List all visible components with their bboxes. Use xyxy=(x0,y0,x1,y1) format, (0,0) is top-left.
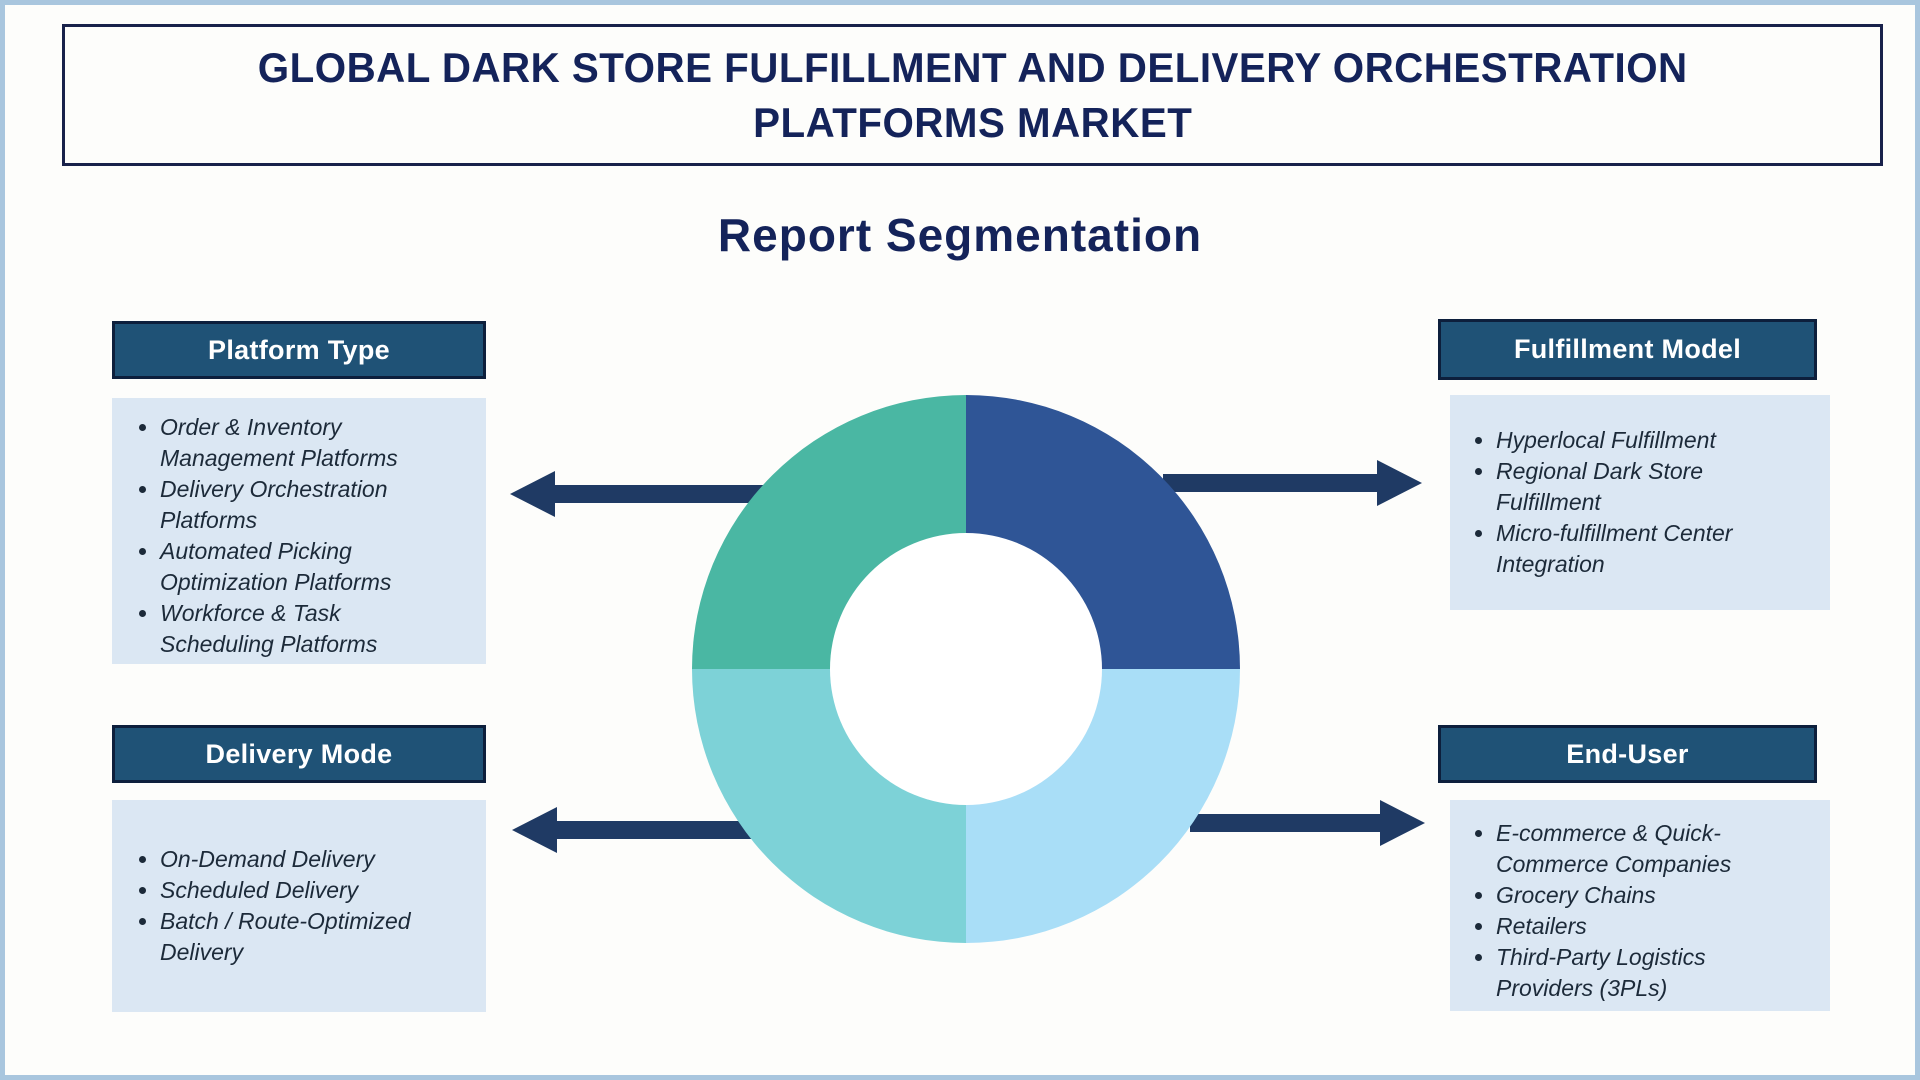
list-item: Delivery Orchestration Platforms xyxy=(160,474,450,536)
title-box: GLOBAL DARK STORE FULFILLMENT AND DELIVE… xyxy=(62,24,1883,166)
list-item: Micro-fulfillment Center Integration xyxy=(1496,518,1790,580)
page-title-line2: PLATFORMS MARKET xyxy=(752,99,1193,146)
arrow-left-icon xyxy=(512,807,557,853)
page-title-line1: GLOBAL DARK STORE FULFILLMENT AND DELIVE… xyxy=(257,44,1688,91)
list-item: Workforce & Task Scheduling Platforms xyxy=(160,598,450,660)
list-item: Batch / Route-Optimized Delivery xyxy=(160,906,450,968)
segment-list-end-user: E-commerce & Quick-Commerce Companies Gr… xyxy=(1450,800,1830,1011)
segment-header-delivery-mode: Delivery Mode xyxy=(112,725,486,783)
list-item: Regional Dark Store Fulfillment xyxy=(1496,456,1790,518)
list-item: On-Demand Delivery xyxy=(160,844,450,875)
bullet-list: Hyperlocal Fulfillment Regional Dark Sto… xyxy=(1450,425,1830,580)
arrow-shaft xyxy=(1190,814,1380,832)
arrow-shaft xyxy=(550,485,765,503)
segment-title: Delivery Mode xyxy=(205,738,393,769)
segment-title: Platform Type xyxy=(208,334,390,365)
arrow-left-icon xyxy=(510,471,555,517)
segment-title: End-User xyxy=(1566,738,1689,769)
segment-list-platform-type: Order & Inventory Management Platforms D… xyxy=(112,398,486,664)
segment-list-delivery-mode: On-Demand Delivery Scheduled Delivery Ba… xyxy=(112,800,486,1012)
segment-list-fulfillment-model: Hyperlocal Fulfillment Regional Dark Sto… xyxy=(1450,395,1830,610)
arrow-shaft xyxy=(552,821,752,839)
arrow-right-icon xyxy=(1377,460,1422,506)
list-item: Hyperlocal Fulfillment xyxy=(1496,425,1790,456)
arrow-right-icon xyxy=(1380,800,1425,846)
bullet-list: On-Demand Delivery Scheduled Delivery Ba… xyxy=(112,844,486,968)
list-item: E-commerce & Quick-Commerce Companies xyxy=(1496,818,1790,880)
list-item: Grocery Chains xyxy=(1496,880,1790,911)
list-item: Scheduled Delivery xyxy=(160,875,450,906)
segment-header-platform-type: Platform Type xyxy=(112,321,486,379)
arrow-shaft xyxy=(1163,474,1378,492)
donut-chart xyxy=(692,395,1240,943)
donut-hole xyxy=(830,533,1102,805)
list-item: Third-Party Logistics Providers (3PLs) xyxy=(1496,942,1790,1004)
list-item: Retailers xyxy=(1496,911,1790,942)
segment-header-fulfillment-model: Fulfillment Model xyxy=(1438,319,1817,380)
subtitle: Report Segmentation xyxy=(717,209,1203,261)
segment-header-end-user: End-User xyxy=(1438,725,1817,783)
bullet-list: Order & Inventory Management Platforms D… xyxy=(112,412,486,660)
segment-title: Fulfillment Model xyxy=(1513,334,1742,364)
bullet-list: E-commerce & Quick-Commerce Companies Gr… xyxy=(1450,818,1830,1004)
list-item: Automated Picking Optimization Platforms xyxy=(160,536,450,598)
list-item: Order & Inventory Management Platforms xyxy=(160,412,450,474)
